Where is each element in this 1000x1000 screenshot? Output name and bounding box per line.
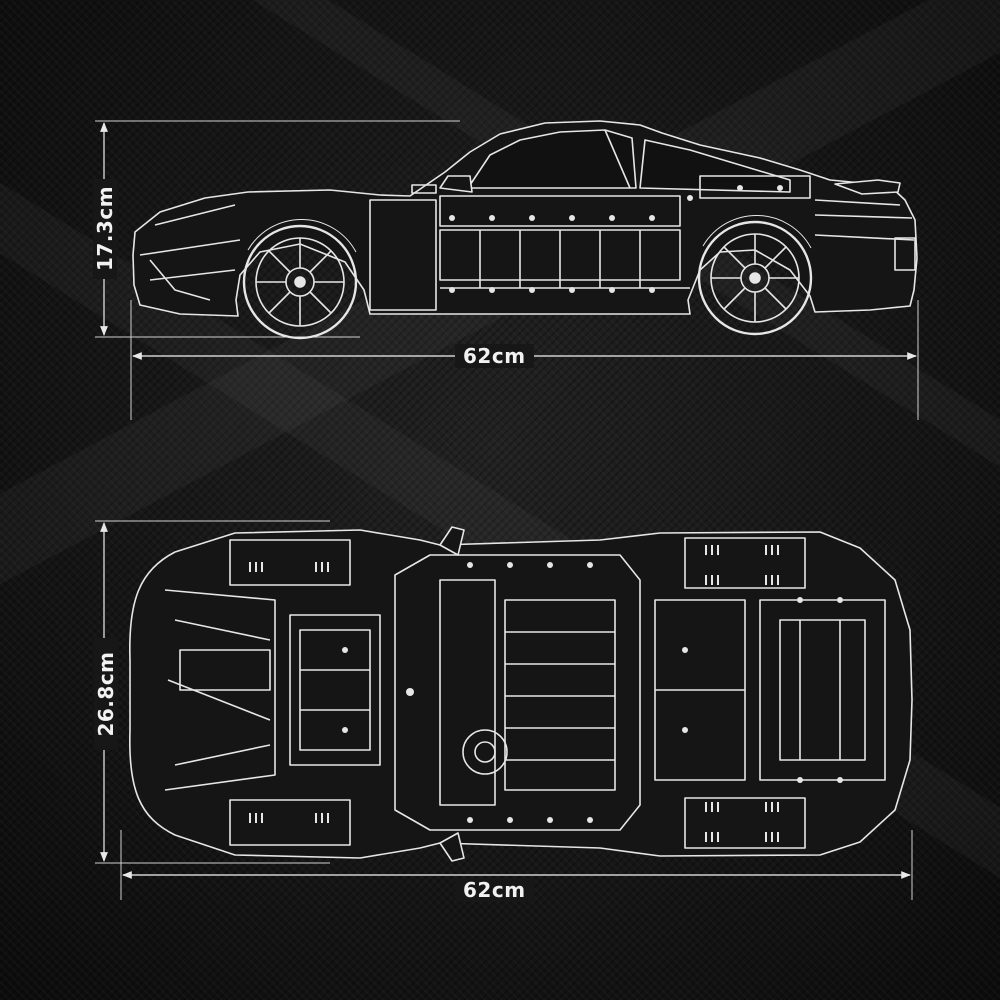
top-view-car <box>128 526 913 862</box>
top-length-label: 62cm <box>455 878 534 902</box>
dimension-lines <box>95 120 919 900</box>
side-view-car <box>132 120 918 340</box>
side-rear-wheel <box>697 214 813 336</box>
side-front-wheel <box>242 218 358 340</box>
top-width-label: 26.8cm <box>94 638 118 750</box>
side-length-label: 62cm <box>455 344 534 368</box>
side-height-label: 17.3cm <box>93 179 117 279</box>
